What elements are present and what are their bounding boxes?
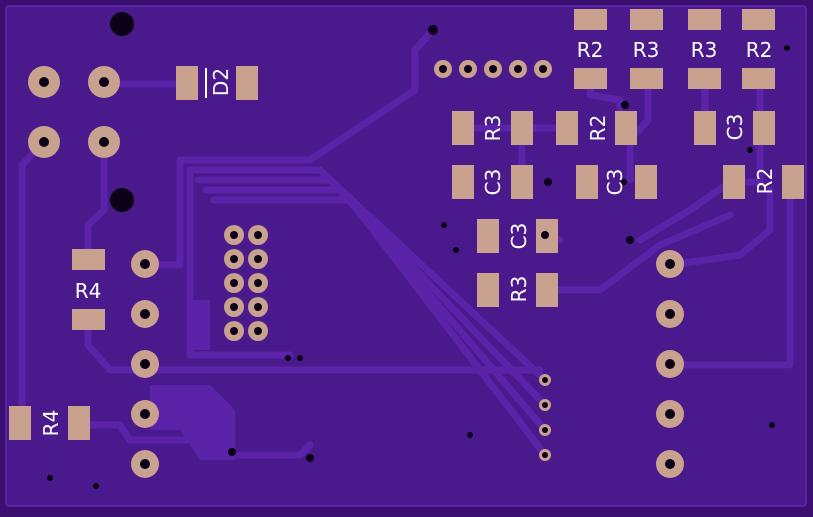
r3-top-2-pad-2 xyxy=(688,68,721,89)
r2-mid-pad-2 xyxy=(615,111,637,145)
c3-row2-a-pad-2 xyxy=(511,165,533,199)
r3-mid-pad-2 xyxy=(511,111,533,145)
label-d2: D2 xyxy=(209,68,233,96)
label-r3-top-1: R3 xyxy=(633,38,660,62)
r3-row4-pad-2 xyxy=(536,273,558,307)
r3-top-1-pad-1 xyxy=(630,9,663,30)
label-r3-mid: R3 xyxy=(481,115,505,142)
drill-holes xyxy=(39,12,790,489)
c3-row3-pad-1 xyxy=(477,219,499,253)
label-c3-right-top: C3 xyxy=(723,114,747,141)
c3-right-top-pad-2 xyxy=(753,111,775,145)
r3-top-1-pad-2 xyxy=(630,68,663,89)
smd-pads xyxy=(9,9,804,440)
r2-top-2-pad-2 xyxy=(742,68,775,89)
r3-top-2-pad-1 xyxy=(688,9,721,30)
r4-left-pad-2 xyxy=(72,309,105,330)
label-r3-row4: R3 xyxy=(507,276,531,303)
r4-bottom-pad-1 xyxy=(9,406,31,440)
d2-pad-1 xyxy=(176,66,198,100)
label-r4-bottom: R4 xyxy=(39,410,63,437)
silkscreen-labels: D2 R2 R3 R3 R2 R3 R2 C3 C3 C3 R2 C3 R3 R… xyxy=(39,38,777,436)
c3-row2-b-pad-1 xyxy=(576,165,598,199)
label-c3-row2-a: C3 xyxy=(481,169,505,196)
mount-hole-top xyxy=(110,12,134,36)
r2-mid-pad-1 xyxy=(556,111,578,145)
c3-right-top-pad-1 xyxy=(694,111,716,145)
label-r2-top-2: R2 xyxy=(746,38,773,62)
label-r4-left: R4 xyxy=(75,279,102,303)
r2-right-pad-2 xyxy=(782,165,804,199)
r3-row4-pad-1 xyxy=(477,273,499,307)
label-r2-top-1: R2 xyxy=(577,38,604,62)
r2-right-pad-1 xyxy=(723,165,745,199)
r4-left-pad-1 xyxy=(72,249,105,270)
mount-hole-mid xyxy=(110,188,134,212)
r2-top-1-pad-1 xyxy=(574,9,607,30)
d2-pad-2 xyxy=(236,66,258,100)
c3-row2-b-pad-2 xyxy=(635,165,657,199)
r2-top-1-pad-2 xyxy=(574,68,607,89)
r2-top-2-pad-1 xyxy=(742,9,775,30)
label-c3-row3: C3 xyxy=(507,223,531,250)
label-r3-top-2: R3 xyxy=(691,38,718,62)
r3-mid-pad-1 xyxy=(452,111,474,145)
c3-row2-a-pad-1 xyxy=(452,165,474,199)
label-r2-right: R2 xyxy=(753,168,777,195)
r4-bottom-pad-2 xyxy=(68,406,90,440)
copper-pours xyxy=(150,300,235,460)
label-r2-mid: R2 xyxy=(586,115,610,142)
